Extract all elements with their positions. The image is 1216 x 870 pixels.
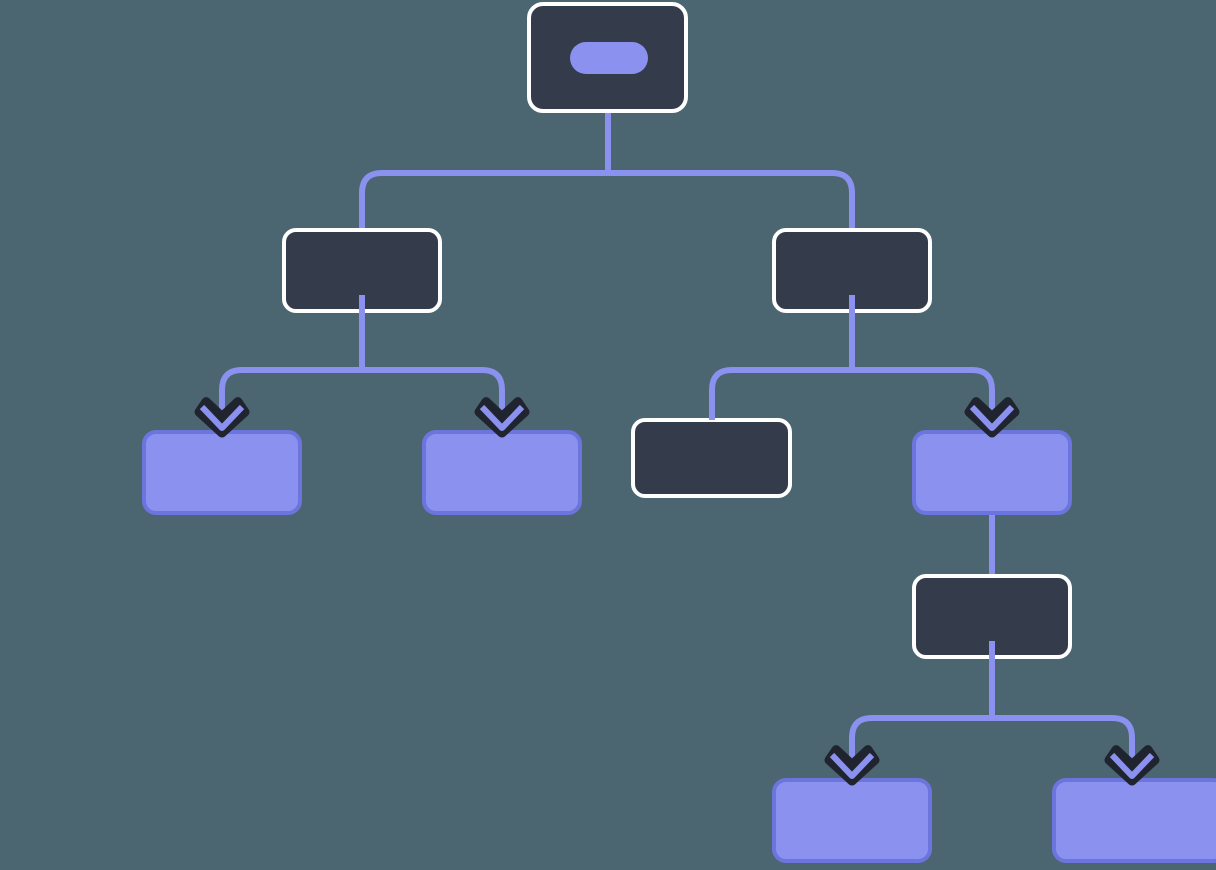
node-shape: [631, 418, 792, 498]
edge-e-l1left-b: [362, 367, 505, 434]
nodes-layer: [142, 2, 1216, 863]
node-shape: [772, 778, 932, 863]
node-shape: [422, 430, 582, 515]
edge-e-l1right-d: [852, 367, 995, 434]
node-shape: [912, 430, 1072, 515]
edge-e-l1left-a: [219, 295, 365, 434]
arrowhead-highlight-e-l1right-d: [969, 404, 1015, 431]
node-n-l4-b[interactable]: [1052, 778, 1216, 863]
node-shape: [142, 430, 302, 515]
edge-e-l3-l4a: [849, 641, 995, 782]
edge-e-l1right-c: [709, 295, 855, 420]
node-n-l2-c[interactable]: [631, 418, 792, 498]
edge-e-root-right: [608, 170, 855, 295]
arrowheads-layer: [194, 397, 1160, 786]
arrowhead-highlight-e-l3-l4b: [1109, 752, 1155, 779]
arrowhead-highlight-e-l1left-a: [199, 404, 245, 431]
edge-e-l3-l4b: [992, 715, 1135, 782]
node-n-l2-a[interactable]: [142, 430, 302, 515]
node-root[interactable]: [527, 2, 688, 113]
arrowhead-e-l3-l4a: [824, 745, 880, 786]
node-badge-pill: [570, 42, 648, 74]
node-shape: [1052, 778, 1216, 863]
arrowhead-highlight-e-l3-l4a: [829, 752, 875, 779]
arrowhead-e-l1right-d: [964, 397, 1020, 438]
node-n-l2-b[interactable]: [422, 430, 582, 515]
arrowhead-e-l3-l4b: [1104, 745, 1160, 786]
arrowhead-highlight-e-l1left-b: [479, 404, 525, 431]
node-n-l4-a[interactable]: [772, 778, 932, 863]
edges-behind-layer: [359, 70, 995, 641]
arrowhead-e-l1left-b: [474, 397, 530, 438]
node-n-l2-d[interactable]: [912, 430, 1072, 515]
edge-e-root-left: [359, 170, 608, 295]
arrowhead-e-l1left-a: [194, 397, 250, 438]
edges-front-layer: [219, 295, 1135, 782]
